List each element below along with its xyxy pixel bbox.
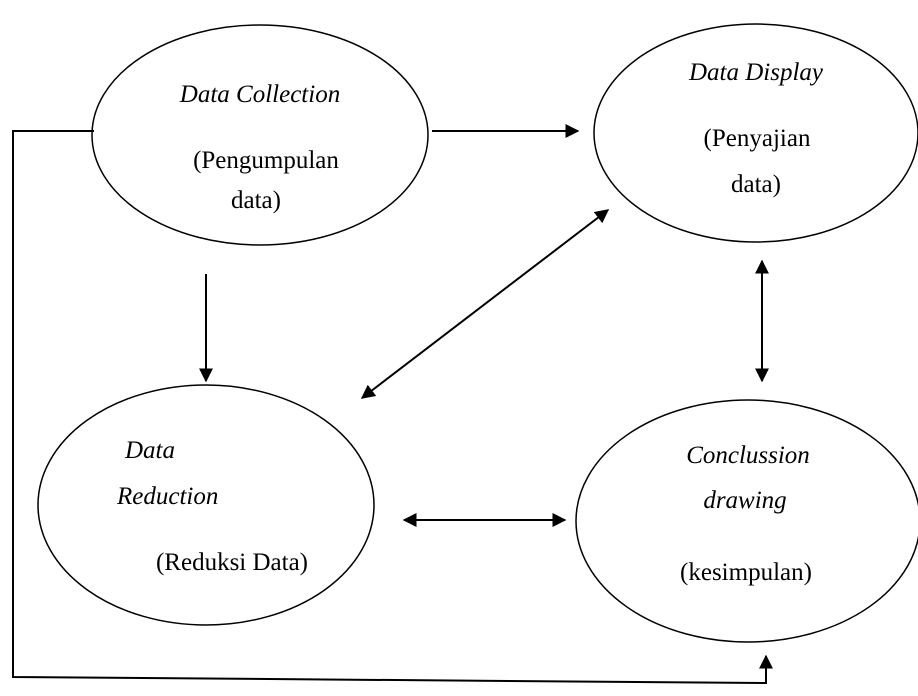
data-collection-subtitle-line1: (Pengumpulan xyxy=(193,147,339,174)
node-conclusion xyxy=(575,399,918,643)
data-reduction-title-line2: Reduction xyxy=(116,483,218,510)
edge-collection-to-conclusion xyxy=(12,130,773,685)
conclusion-title-line1: Conclussion xyxy=(686,442,810,469)
data-reduction-title-line1: Data xyxy=(124,437,175,464)
data-collection-subtitle-line2: data) xyxy=(231,187,281,214)
data-reduction-subtitle: (Reduksi Data) xyxy=(156,549,308,576)
edge-display-reduction xyxy=(360,209,610,399)
data-display-subtitle-line1: (Penyajian xyxy=(704,125,811,152)
data-display-title: Data Display xyxy=(688,59,824,86)
data-collection-title: Data Collection xyxy=(179,81,340,108)
node-data-collection xyxy=(91,24,429,246)
conclusion-title-line2: drawing xyxy=(703,487,786,514)
node-data-display xyxy=(593,23,918,243)
conclusion-subtitle: (kesimpulan) xyxy=(680,559,812,586)
node-data-reduction xyxy=(37,384,375,626)
data-display-subtitle-line2: data) xyxy=(731,171,781,198)
